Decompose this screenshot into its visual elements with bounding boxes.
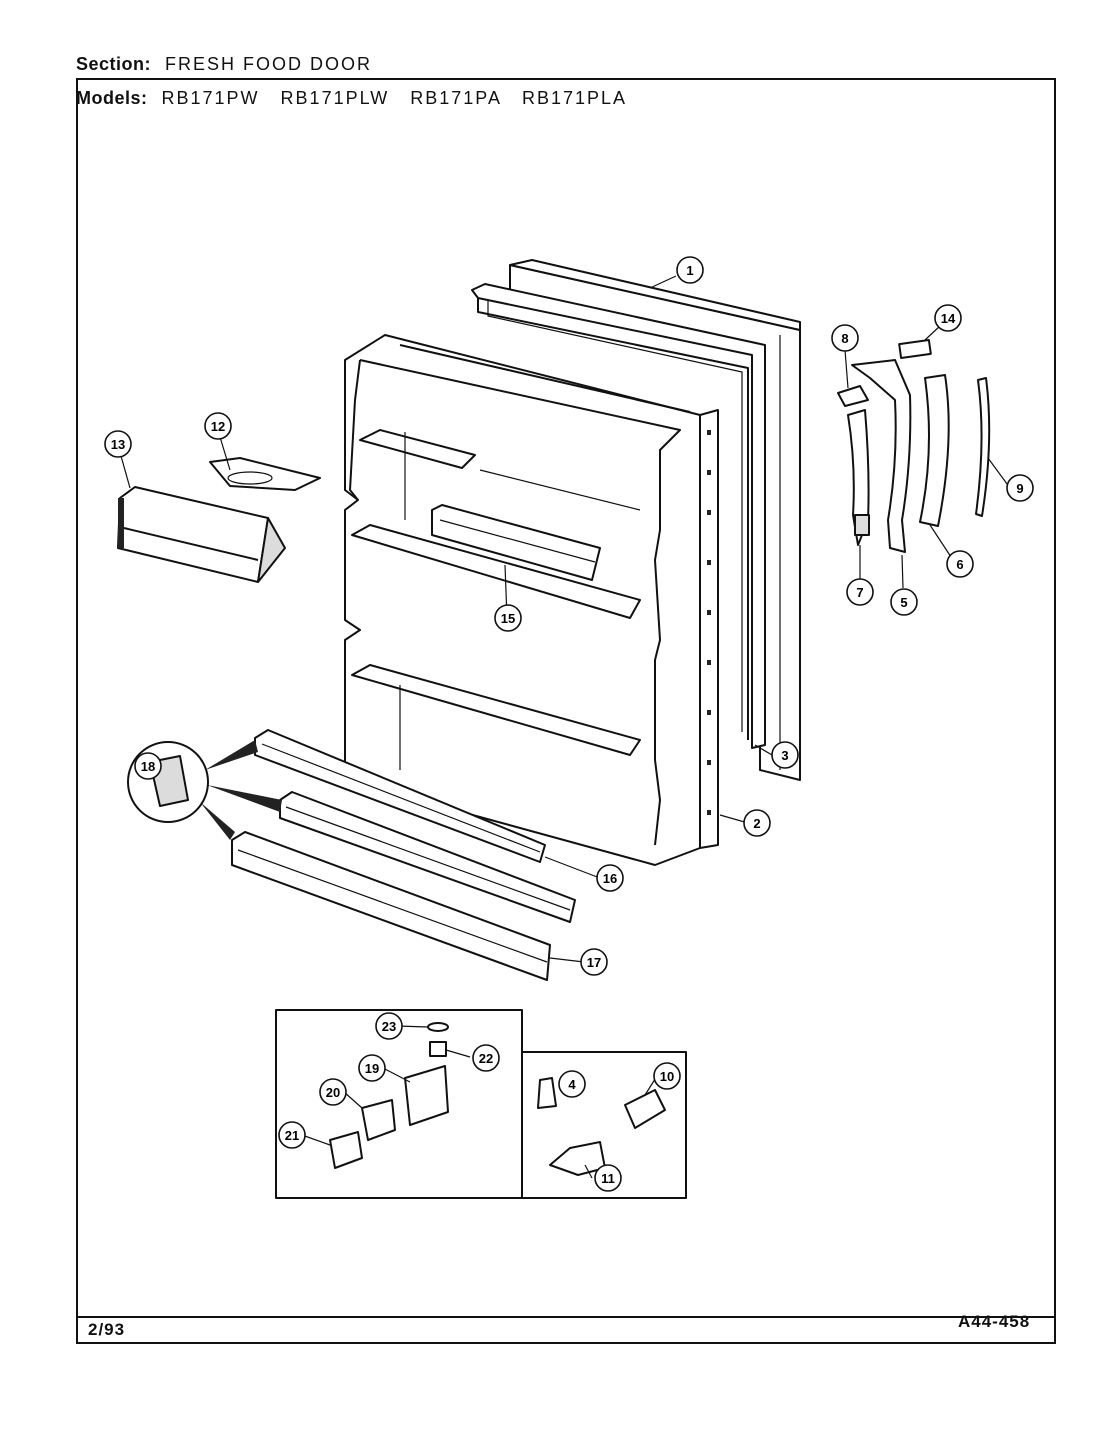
svg-text:10: 10 (660, 1069, 674, 1084)
callout-16: 16 (596, 864, 624, 892)
hinge-bracket-8 (837, 385, 869, 407)
svg-text:17: 17 (587, 955, 601, 970)
spacer-14 (898, 338, 932, 360)
svg-text:11: 11 (601, 1171, 615, 1186)
svg-text:12: 12 (211, 419, 225, 434)
shelf-bar (431, 504, 601, 581)
svg-text:19: 19 (365, 1061, 379, 1076)
callout-10: 10 (653, 1062, 681, 1090)
callout-18: 18 (134, 752, 162, 780)
callout-17: 17 (580, 948, 608, 976)
trim-strip-9 (975, 377, 991, 517)
callout-19: 19 (358, 1054, 386, 1082)
svg-text:7: 7 (856, 585, 863, 600)
svg-text:20: 20 (326, 1085, 340, 1100)
svg-text:1: 1 (686, 263, 693, 278)
svg-text:23: 23 (382, 1019, 396, 1034)
callout-4: 4 (558, 1070, 586, 1098)
svg-text:8: 8 (841, 331, 848, 346)
svg-text:18: 18 (141, 759, 155, 774)
callout-9: 9 (1006, 474, 1034, 502)
footer-code: A44-458 (958, 1312, 1031, 1331)
svg-text:6: 6 (956, 557, 963, 572)
svg-text:2: 2 (753, 816, 760, 831)
hinge-detail-inset (275, 1009, 523, 1199)
section-label: Section: (76, 54, 152, 74)
svg-text:14: 14 (941, 311, 956, 326)
callout-3: 3 (771, 741, 799, 769)
callout-1: 1 (676, 256, 704, 284)
svg-text:9: 9 (1016, 481, 1023, 496)
callout-23: 23 (375, 1012, 403, 1040)
models-value: RB171PW RB171PLW RB171PA RB171PLA (161, 88, 628, 108)
svg-text:5: 5 (900, 595, 907, 610)
dairy-compartment (117, 486, 286, 583)
callout-5: 5 (890, 588, 918, 616)
callout-2: 2 (743, 809, 771, 837)
callout-20: 20 (319, 1078, 347, 1106)
callout-8: 8 (831, 324, 859, 352)
svg-text:22: 22 (479, 1051, 493, 1066)
callout-22: 22 (472, 1044, 500, 1072)
callout-21: 21 (278, 1121, 306, 1149)
svg-text:4: 4 (568, 1077, 576, 1092)
hinge-cover-7 (847, 409, 870, 546)
callout-14: 14 (934, 304, 962, 332)
callout-12: 12 (204, 412, 232, 440)
models-label: Models: (76, 88, 148, 108)
svg-text:21: 21 (285, 1128, 299, 1143)
section-value: FRESH FOOD DOOR (165, 54, 373, 74)
door-rail-middle (279, 791, 576, 923)
svg-text:13: 13 (111, 437, 125, 452)
dairy-door (209, 457, 321, 491)
svg-text:3: 3 (781, 748, 788, 763)
inner-door-liner (344, 334, 719, 866)
models-heading: Models: RB171PW RB171PLW RB171PA RB171PLA (76, 88, 627, 109)
svg-text:15: 15 (501, 611, 515, 626)
callout-6: 6 (946, 550, 974, 578)
footer-date: 2/93 (88, 1320, 126, 1339)
callout-7: 7 (846, 578, 874, 606)
callout-11: 11 (594, 1164, 622, 1192)
door-rail-lower (231, 831, 551, 981)
trim-strip-6 (919, 374, 950, 527)
hinge-arm-5 (851, 359, 912, 553)
diagram-frame (76, 78, 1056, 1344)
section-heading: Section: FRESH FOOD DOOR (76, 54, 372, 75)
callout-13: 13 (104, 430, 132, 458)
svg-text:16: 16 (603, 871, 617, 886)
footer-divider (76, 1316, 1056, 1318)
callout-15: 15 (494, 604, 522, 632)
